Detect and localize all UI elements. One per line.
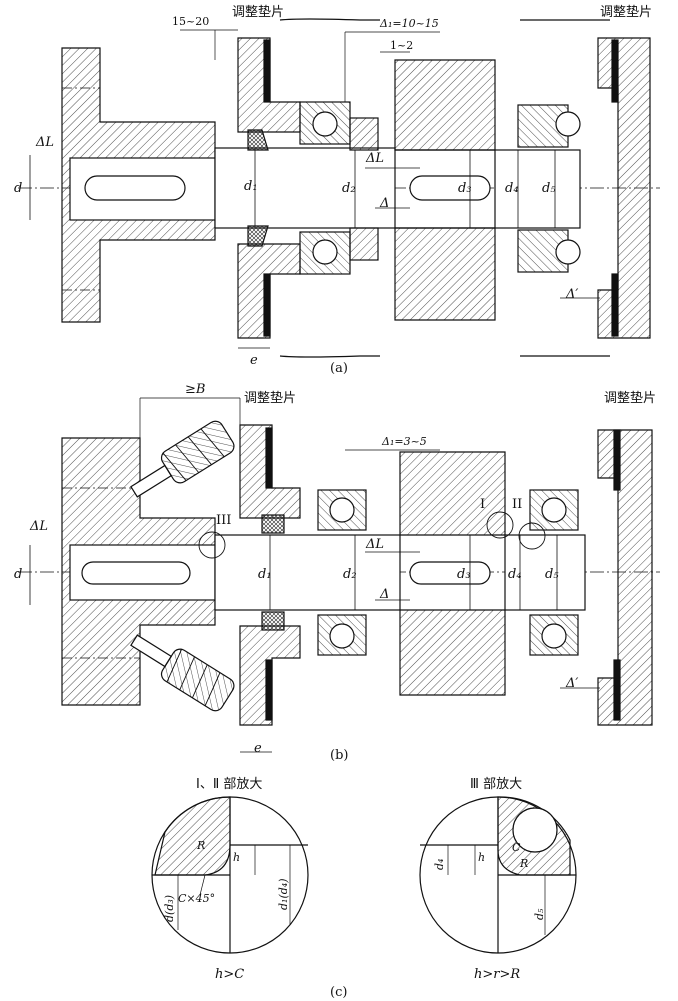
- fig-b-e: e: [254, 741, 262, 756]
- fig-a-dim-15-20: 15~20: [172, 15, 210, 28]
- fig-a-delta: Δ: [380, 196, 390, 211]
- fig-a-delta-L-mid: ΔL: [366, 151, 385, 166]
- fig-c-left-d: d(d₃): [163, 894, 176, 922]
- fig-a-e: e: [250, 353, 258, 368]
- fig-a-gap-1-2: 1~2: [390, 39, 414, 52]
- fig-b-delta-L-mid: ΔL: [366, 537, 385, 552]
- fig-b-d3: d₃: [457, 567, 471, 582]
- fig-a-caption: (a): [330, 361, 348, 376]
- fig-b-ge-B: ≥B: [185, 382, 206, 397]
- fig-a-shim-label-right: 调整垫片: [600, 5, 653, 20]
- fig-a-delta1-gap: Δ₁=10~15: [380, 17, 439, 30]
- fig-c-left-note: h>C: [215, 967, 245, 982]
- fig-b-caption: (b): [330, 748, 349, 763]
- fig-a-delta-L-left: ΔL: [36, 135, 55, 150]
- fig-b-mark-I: I: [480, 497, 486, 512]
- fig-c-caption: (c): [330, 985, 348, 1000]
- fig-b-delta1-gap: Δ₁=3~5: [382, 435, 427, 448]
- fig-b-delta: Δ: [380, 587, 390, 602]
- fig-b-shim-label-left: 调整垫片: [244, 391, 297, 406]
- fig-a-shim-label-left: 调整垫片: [232, 5, 285, 20]
- fig-a-d2: d₂: [342, 181, 356, 196]
- fig-b-d1: d₁: [258, 567, 272, 582]
- figure-c-left-detail: [151, 796, 309, 954]
- fig-c-left-chamfer: C×45°: [178, 892, 216, 905]
- fig-b-delta-L-left: ΔL: [30, 519, 49, 534]
- fig-c-right-d4: d₄: [433, 858, 446, 870]
- figure-c-right-detail: [419, 796, 577, 954]
- figure-b: [18, 397, 660, 753]
- fig-b-d: d: [14, 567, 23, 582]
- fig-a-d1: d₁: [244, 179, 258, 194]
- fig-c-left-R: R: [197, 839, 206, 852]
- fig-b-d2: d₂: [343, 567, 357, 582]
- fig-c-right-R: R: [520, 857, 529, 870]
- fig-c-right-C: C: [512, 841, 521, 854]
- fig-a-d5: d₅: [542, 181, 556, 196]
- fig-b-d5: d₅: [545, 567, 559, 582]
- fig-b-d4: d₄: [508, 567, 522, 582]
- fig-a-d3: d₃: [458, 181, 472, 196]
- fig-c-left-d1: d₁(d₄): [277, 878, 290, 911]
- fig-c-right-title: Ⅲ 部放大: [470, 777, 523, 792]
- fig-b-mark-II: II: [512, 497, 523, 512]
- figure-a: [18, 18, 660, 358]
- fig-a-d4: d₄: [505, 181, 519, 196]
- fig-c-left-h: h: [233, 851, 241, 864]
- fig-b-mark-III: III: [216, 513, 232, 528]
- fig-a-delta-prime: Δ′: [566, 287, 579, 302]
- fig-a-d: d: [14, 181, 23, 196]
- fig-c-right-h: h: [478, 851, 486, 864]
- fig-c-left-title: Ⅰ、Ⅱ 部放大: [196, 777, 263, 792]
- fig-b-delta-prime: Δ′: [566, 676, 579, 691]
- fig-b-shim-label-right: 调整垫片: [604, 391, 657, 406]
- fig-c-right-note: h>r>R: [474, 967, 521, 982]
- fig-c-right-d5: d₅: [533, 908, 546, 920]
